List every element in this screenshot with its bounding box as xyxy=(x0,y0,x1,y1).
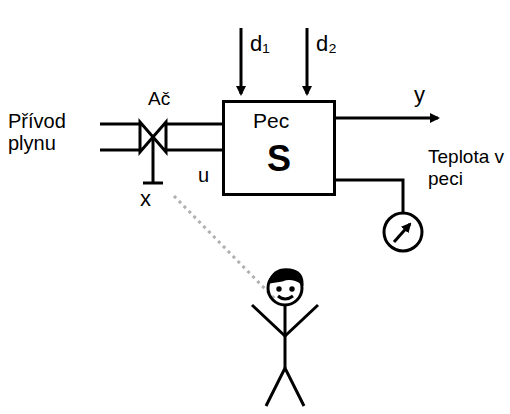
signal-label: x xyxy=(140,188,151,210)
signal-label: d₂ xyxy=(316,33,337,55)
signal-label: y xyxy=(414,84,425,106)
process-box: PecS xyxy=(222,100,336,196)
valve-symbol xyxy=(140,122,166,183)
operator-figure xyxy=(252,270,318,406)
signal-label: Ač xyxy=(148,88,170,110)
signal-label: d₁ xyxy=(250,33,270,55)
gauge-symbol xyxy=(335,180,422,251)
box-title: Pec xyxy=(253,109,289,132)
system-symbol: S xyxy=(225,139,333,179)
signal-label: u xyxy=(198,164,209,186)
disturbance-arrows xyxy=(241,28,307,94)
annotation-label: Teplota v peci xyxy=(428,146,506,190)
output-arrow xyxy=(335,117,438,120)
annotation-label: Přívod plynu xyxy=(8,110,98,154)
operator-link xyxy=(174,196,276,300)
